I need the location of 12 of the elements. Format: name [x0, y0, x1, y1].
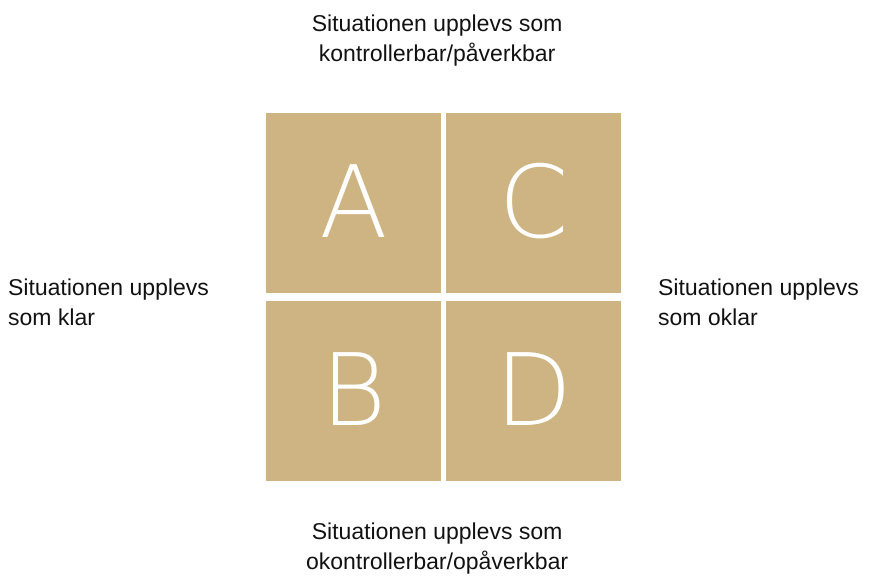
- quadrant-square: [446, 113, 621, 293]
- axis-label-top: Situationen upplevs som kontrollerbar/påverkbar: [310, 9, 564, 68]
- quadrant-letter: B: [320, 341, 386, 441]
- quadrant-letter: D: [494, 341, 572, 441]
- axis-label-left: Situationen upplevs som klar: [8, 273, 210, 332]
- quadrant-letter: A: [319, 153, 388, 253]
- quadrant-square: [266, 113, 441, 293]
- quadrant-letter: C: [498, 153, 568, 253]
- quadrant-square: [446, 301, 621, 481]
- axis-label-bottom: Situationen upplevs som okontrollerbar/opåverkbar: [304, 517, 570, 576]
- quadrant-square: [266, 301, 441, 481]
- axis-label-right: Situationen upplevs som oklar: [658, 273, 860, 332]
